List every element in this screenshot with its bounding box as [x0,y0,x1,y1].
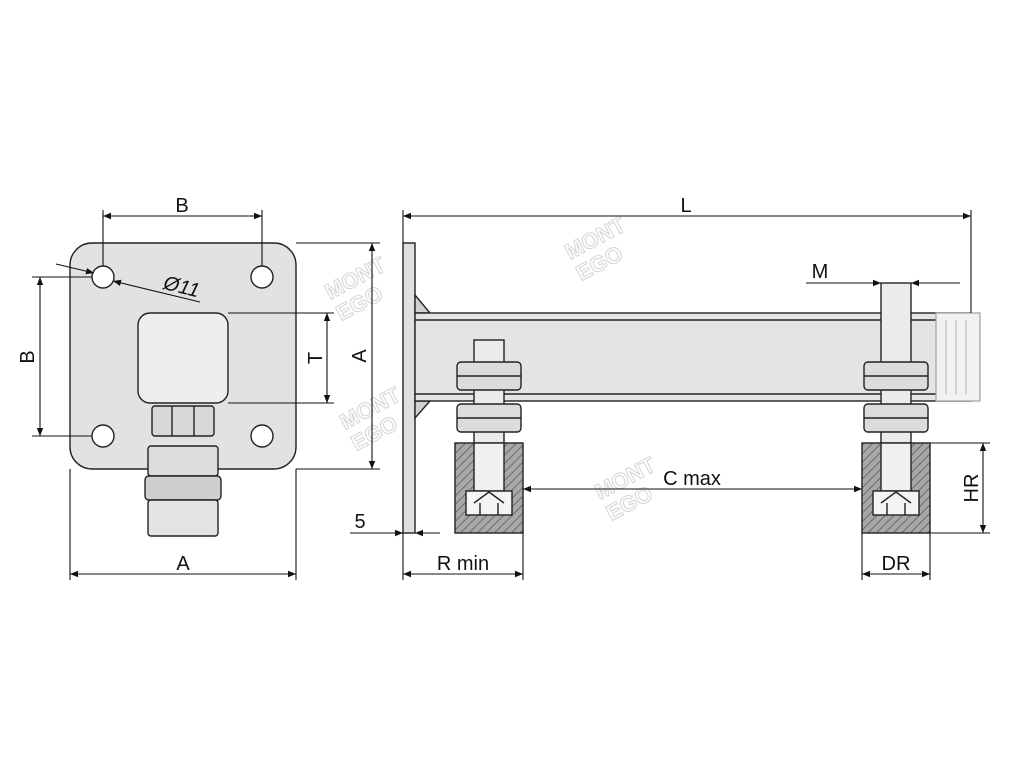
side-plate [402,242,416,534]
dim-label-dr: DR [882,553,911,575]
hex-nut [151,405,215,437]
side-view: L M HR C max 5 R min DR [350,195,990,580]
dim-label-hr: HR [961,474,983,503]
mounting-hole [250,424,274,448]
dim-label-b-left: B [17,350,39,363]
bushing-base [147,499,219,537]
bolt-assembly-left [454,339,524,534]
bushing [147,445,219,477]
dim-label-a-right: A [349,349,371,363]
guide-block [137,312,229,404]
mounting-hole [91,424,115,448]
dim-label-cmax: C max [663,468,721,490]
dim-label-l: L [680,195,691,217]
mounting-hole [91,265,115,289]
dim-label-5: 5 [354,511,365,533]
dim-label-a-bottom: A [176,553,190,575]
front-view: B B Ø11 T A A [17,195,380,580]
dim-label-rmin: R min [437,553,489,575]
bolt-assembly-right [861,282,931,534]
dim-label-t: T [305,352,327,364]
end-cap [935,312,981,402]
dim-label-m: M [812,261,829,283]
mounting-hole [250,265,274,289]
bushing-ring [144,475,222,501]
dim-label-b-top: B [175,195,188,217]
